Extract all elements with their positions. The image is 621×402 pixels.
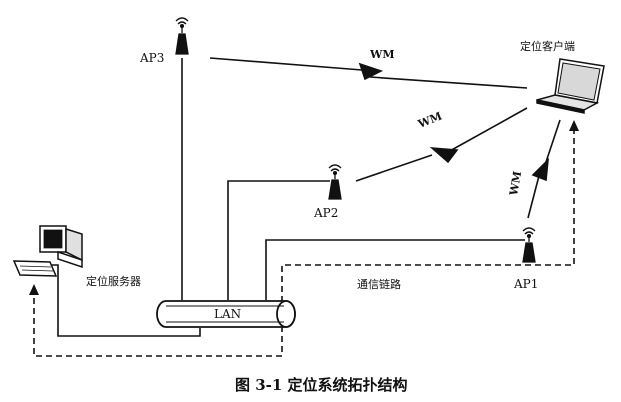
- ap2-cable: [227, 180, 330, 300]
- ap1-label: AP1: [513, 277, 538, 291]
- wired-links: [50, 58, 525, 337]
- lan-bus: [156, 300, 296, 328]
- client-node: 定位客户端: [520, 39, 605, 114]
- ap2-icon: [328, 164, 342, 200]
- comm-arrow-client: [569, 120, 579, 131]
- ap3-label: AP3: [139, 51, 164, 65]
- wm-label-ap1: WM: [507, 170, 524, 197]
- comm-arrow-server: [29, 284, 39, 295]
- lan-label: LAN: [214, 307, 241, 321]
- server-node: 定位服务器: [12, 225, 141, 288]
- ap2-label: AP2: [313, 206, 338, 220]
- wm-ap2-line-b: [447, 107, 528, 153]
- wm-ap3-line-b: [369, 76, 528, 89]
- desktop-computer-icon: [12, 225, 83, 277]
- wm-label-ap2: WM: [415, 110, 444, 132]
- comm-path: [33, 128, 575, 357]
- wm-ap3-line-a: [209, 57, 363, 71]
- wm-ap2-bolt: [429, 147, 459, 164]
- wm-ap2-line-a: [355, 154, 433, 182]
- wm-ap1-line-b: [543, 119, 561, 169]
- server-label: 定位服务器: [86, 274, 141, 288]
- comm-path-line: [33, 128, 575, 357]
- wireless-links: [209, 57, 561, 219]
- ap1-icon: [522, 227, 536, 263]
- ap1-cable: [265, 239, 525, 300]
- figure-caption: 图 3-1 定位系统拓扑结构: [235, 376, 408, 394]
- ap2-node: AP2: [313, 164, 342, 220]
- server-cable: [50, 264, 201, 337]
- wm-label-ap3: WM: [369, 48, 395, 61]
- client-label: 定位客户端: [520, 39, 575, 53]
- wm-ap3-bolt: [358, 62, 384, 81]
- ap3-icon: [175, 17, 189, 55]
- comm-path-label: 通信链路: [357, 277, 401, 291]
- ap3-node: AP3: [139, 17, 189, 65]
- ap1-node: AP1: [513, 227, 538, 291]
- wm-ap1-line-a: [527, 171, 541, 219]
- laptop-icon: [536, 58, 605, 114]
